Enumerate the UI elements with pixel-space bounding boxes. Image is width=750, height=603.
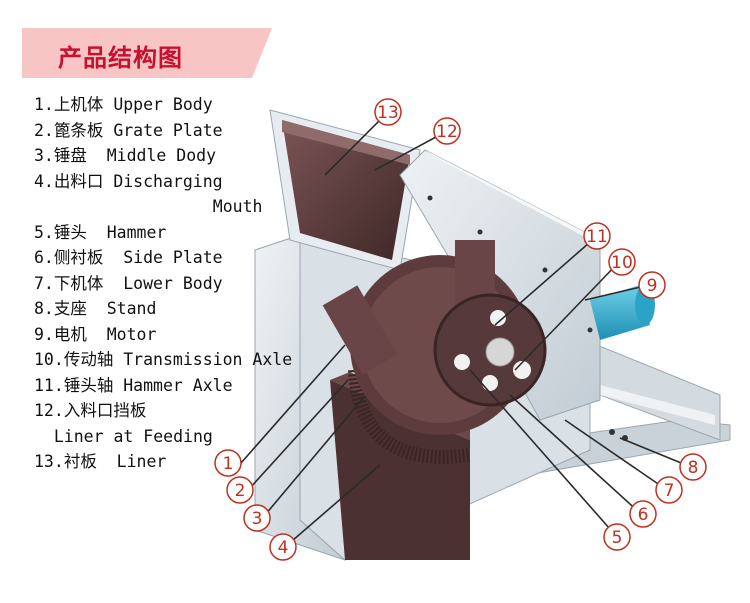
- callout-8: 8: [679, 453, 707, 481]
- callout-label: 1: [223, 454, 234, 474]
- callout-label: 5: [612, 528, 623, 548]
- callout-2: 2: [226, 476, 254, 504]
- list-item: 9.电机 Motor: [34, 324, 157, 344]
- callout-9: 9: [638, 271, 666, 299]
- callout-label: 8: [688, 458, 699, 478]
- parts-list: 1.上机体 Upper Body 2.篦条板 Grate Plate 3.锤盘 …: [34, 92, 292, 475]
- list-item: 10.传动轴 Transmission Axle: [34, 350, 293, 369]
- list-item: 11.锤头轴 Hammer Axle: [34, 375, 233, 395]
- callout-5: 5: [603, 523, 631, 551]
- leader-lines: [240, 111, 692, 548]
- list-item: 8.支座 Stand: [34, 299, 157, 318]
- list-item: 3.锤盘 Middle Dody: [34, 146, 217, 165]
- rotor: [322, 240, 547, 435]
- callout-label: 10: [611, 253, 633, 273]
- callout-4: 4: [269, 533, 297, 561]
- callout-label: 6: [638, 505, 649, 525]
- callout-6: 6: [629, 500, 657, 528]
- list-item: 4.出料口 Discharging Mouth: [34, 171, 263, 217]
- callout-label: 13: [377, 103, 399, 123]
- list-item: 13.衬板 Liner: [34, 452, 167, 471]
- callout-label: 3: [252, 509, 263, 529]
- callout-13: 13: [374, 98, 402, 126]
- feed-hopper: [269, 109, 421, 271]
- callout-7: 7: [655, 476, 683, 504]
- callout-12: 12: [433, 117, 461, 145]
- callout-label: 4: [278, 538, 289, 558]
- list-item: 1.上机体 Upper Body: [34, 95, 213, 114]
- title-banner: [22, 28, 272, 78]
- list-item: 6.侧衬板 Side Plate: [34, 248, 223, 267]
- callout-1: 1: [214, 449, 242, 477]
- callout-label: 11: [586, 227, 608, 247]
- callout-10: 10: [608, 248, 636, 276]
- page-title: 产品结构图: [58, 44, 183, 72]
- list-item: 2.篦条板 Grate Plate: [34, 120, 223, 140]
- callout-label: 2: [235, 481, 246, 501]
- list-item: 7.下机体 Lower Body: [34, 273, 223, 293]
- grate-plate: [348, 369, 471, 464]
- callout-11: 11: [583, 222, 611, 250]
- list-item: 12.入料口挡板 Liner at Feeding: [34, 401, 213, 446]
- callout-label: 12: [436, 122, 458, 142]
- list-item: 5.锤头 Hammer: [34, 222, 167, 242]
- callout-label: 7: [664, 481, 675, 501]
- callout-label: 9: [647, 276, 658, 296]
- callout-3: 3: [243, 504, 271, 532]
